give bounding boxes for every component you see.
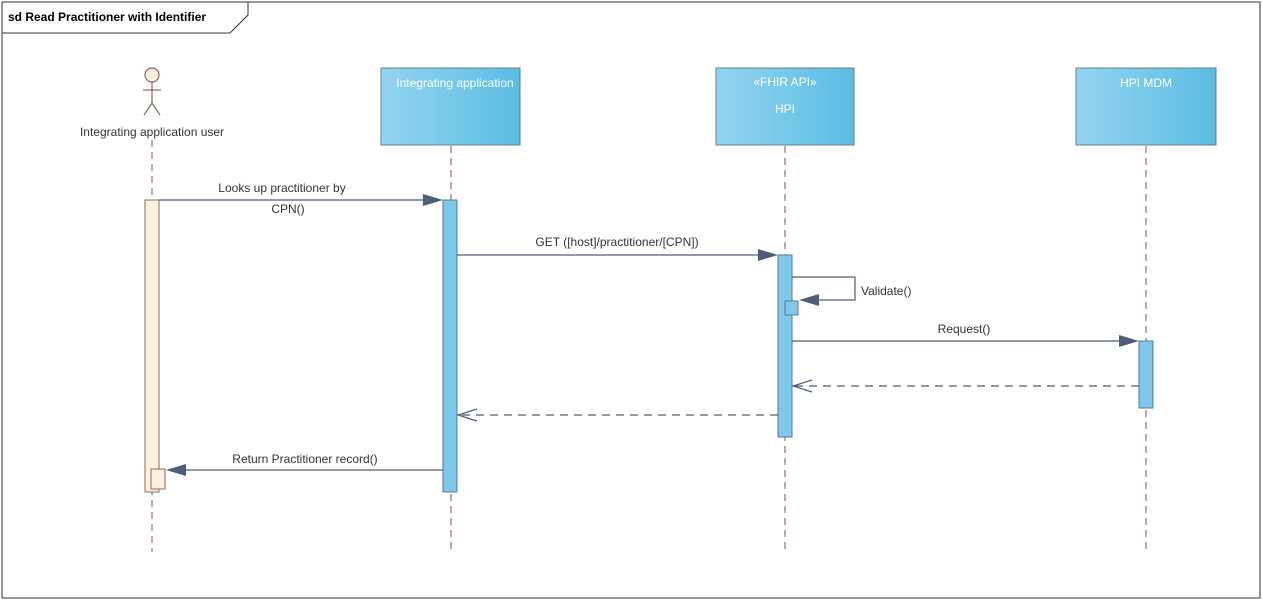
activation-hpi xyxy=(777,254,793,438)
participant-hpi-mdm: HPI MDM xyxy=(1075,67,1217,146)
participant-label: Integrating application xyxy=(396,76,513,90)
participant-stereotype: «FHIR API» xyxy=(753,75,817,89)
participant-label: HPI xyxy=(775,102,795,116)
message-label: Request() xyxy=(938,322,991,336)
actor-figure xyxy=(143,67,161,116)
message-label: Validate() xyxy=(861,284,911,298)
message-label: Return Practitioner record() xyxy=(232,452,377,466)
participant-label: HPI MDM xyxy=(1120,76,1172,90)
message-get-practitioner: GET ([host]/practitioner/[CPN]) xyxy=(457,235,778,261)
message-label: GET ([host]/practitioner/[CPN]) xyxy=(535,235,698,249)
message-return-practitioner-record: Return Practitioner record() xyxy=(166,452,443,476)
message-label: CPN() xyxy=(271,202,304,216)
message-request: Request() xyxy=(792,322,1139,347)
activation-hpi-mdm xyxy=(1138,340,1154,409)
activation-integrating-application xyxy=(442,199,458,493)
message-validate: Validate() xyxy=(792,276,911,306)
frame-title-tab xyxy=(2,2,249,34)
message-looks-up-practitioner: Looks up practitioner by CPN() xyxy=(159,181,443,216)
activation-hpi-nested xyxy=(784,300,799,316)
activation-actor-nested xyxy=(150,468,166,490)
activation-actor xyxy=(144,199,160,493)
participant-integrating-application: Integrating application xyxy=(380,67,521,146)
message-return-mdm xyxy=(791,379,1139,393)
frame-title: sd Read Practitioner with Identifier xyxy=(8,10,206,24)
actor-label: Integrating application user xyxy=(80,125,224,139)
participant-hpi: «FHIR API» HPI xyxy=(715,67,855,146)
message-label: Looks up practitioner by xyxy=(218,181,345,195)
message-return-hpi xyxy=(456,408,778,422)
